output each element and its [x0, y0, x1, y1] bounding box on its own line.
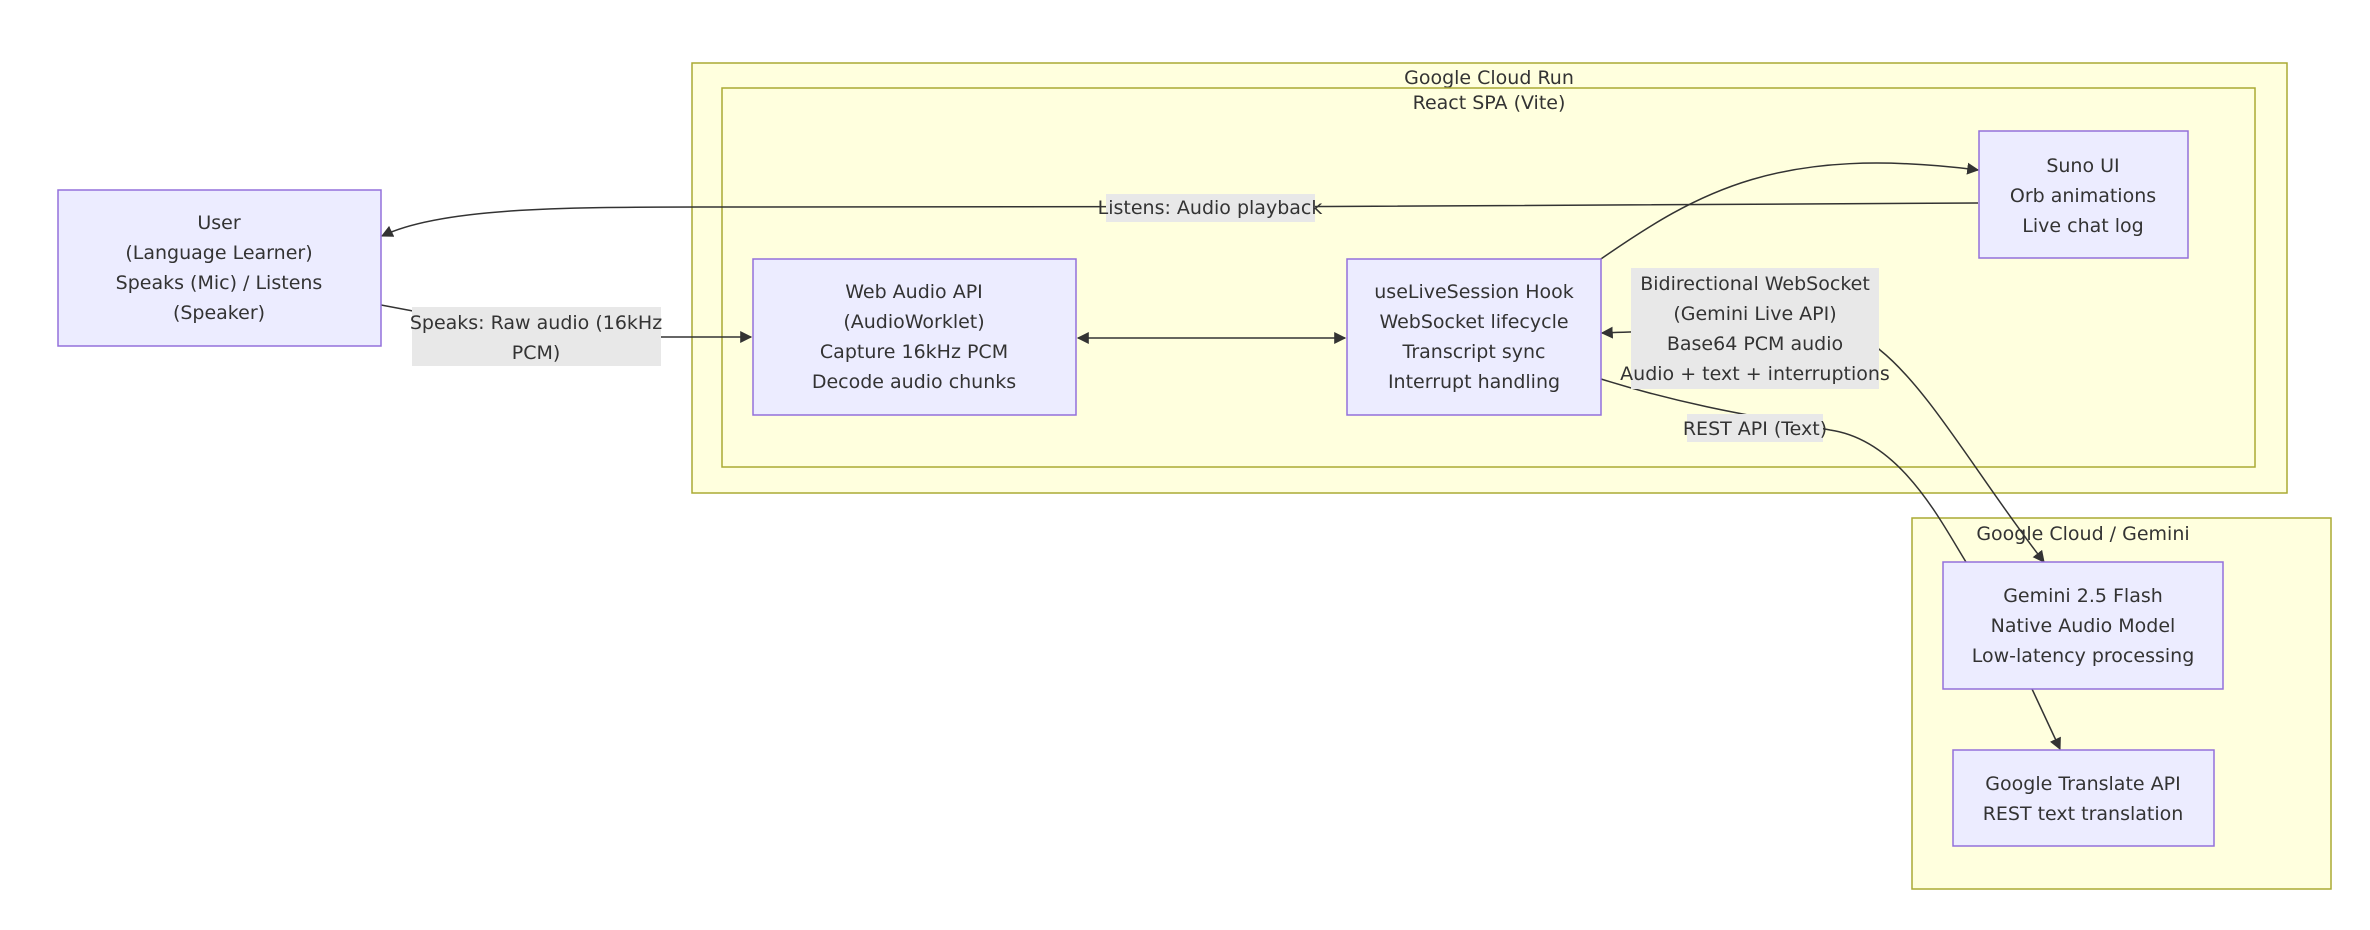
edge-label-websocket-line-1: Bidirectional WebSocket — [1640, 273, 1870, 295]
edge-label-speaks-line-2: PCM) — [512, 342, 561, 364]
node-user-line-4: (Speaker) — [173, 302, 265, 324]
node-user-line-2: (Language Learner) — [125, 242, 312, 264]
node-google-translate-api: Google Translate API REST text translati… — [1952, 749, 2215, 847]
node-hook-line-2: WebSocket lifecycle — [1379, 311, 1568, 333]
node-suno-ui-line-2: Orb animations — [2010, 185, 2156, 207]
node-translate-line-2: REST text translation — [1983, 803, 2184, 825]
node-hook-line-3: Transcript sync — [1402, 341, 1546, 363]
cluster-title-cloud-run: Google Cloud Run — [1404, 67, 1574, 89]
node-hook-line-4: Interrupt handling — [1388, 371, 1560, 393]
node-user: User (Language Learner) Speaks (Mic) / L… — [57, 189, 382, 347]
edge-label-speaks-line-1: Speaks: Raw audio (16kHz — [410, 312, 662, 334]
cluster-title-gemini: Google Cloud / Gemini — [1976, 523, 2189, 545]
node-user-line-3: Speaks (Mic) / Listens — [116, 272, 323, 294]
edge-label-websocket: Bidirectional WebSocket (Gemini Live API… — [1620, 268, 1890, 389]
node-gemini-line-1: Gemini 2.5 Flash — [2003, 585, 2163, 607]
edge-hook-to-gemini-rest — [1600, 378, 1967, 563]
node-hook-line-1: useLiveSession Hook — [1374, 281, 1574, 303]
edge-label-websocket-line-4: Audio + text + interruptions — [1620, 363, 1890, 385]
node-gemini-flash: Gemini 2.5 Flash Native Audio Model Low-… — [1942, 561, 2224, 690]
node-web-audio-line-4: Decode audio chunks — [812, 371, 1016, 393]
node-suno-ui: Suno UI Orb animations Live chat log — [1978, 130, 2189, 259]
edge-gemini-to-translate — [2031, 688, 2061, 751]
node-suno-ui-line-3: Live chat log — [2022, 215, 2143, 237]
node-web-audio-line-1: Web Audio API — [845, 281, 983, 303]
edge-label-listens: Listens: Audio playback — [1098, 194, 1323, 222]
edge-label-speaks: Speaks: Raw audio (16kHz PCM) — [410, 307, 662, 366]
cluster-title-react-spa: React SPA (Vite) — [1413, 92, 1566, 114]
node-gemini-line-2: Native Audio Model — [1991, 615, 2176, 637]
node-web-audio-api: Web Audio API (AudioWorklet) Capture 16k… — [752, 258, 1077, 416]
node-user-line-1: User — [197, 212, 240, 234]
edge-label-listens-line-1: Listens: Audio playback — [1098, 197, 1323, 219]
node-suno-ui-line-1: Suno UI — [2046, 155, 2119, 177]
node-web-audio-line-2: (AudioWorklet) — [843, 311, 984, 333]
edge-label-websocket-line-2: (Gemini Live API) — [1673, 303, 1836, 325]
edge-hook-to-suno — [1597, 162, 1980, 262]
edge-label-rest-line-1: REST API (Text) — [1683, 418, 1827, 440]
edge-label-rest: REST API (Text) — [1683, 414, 1827, 442]
edge-label-websocket-line-3: Base64 PCM audio — [1667, 333, 1843, 355]
node-translate-line-1: Google Translate API — [1985, 773, 2180, 795]
node-web-audio-line-3: Capture 16kHz PCM — [820, 341, 1008, 363]
node-gemini-line-3: Low-latency processing — [1972, 645, 2195, 667]
node-use-live-session-hook: useLiveSession Hook WebSocket lifecycle … — [1346, 258, 1602, 416]
